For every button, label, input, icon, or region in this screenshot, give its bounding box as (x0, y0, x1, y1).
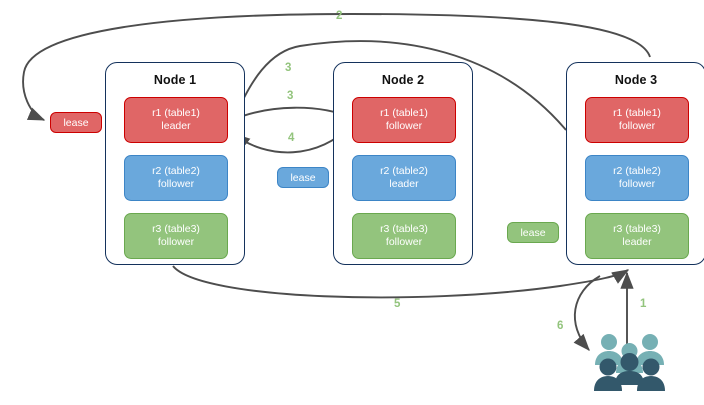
replica-role: follower (618, 120, 656, 132)
replica-r1[interactable]: r1 (table1) leader (124, 97, 228, 143)
replica-r1[interactable]: r1 (table1) follower (352, 97, 456, 143)
edge-label-6: 6 (557, 320, 564, 332)
replica-name: r1 (table1) (152, 107, 200, 119)
replica-role: follower (618, 178, 656, 190)
node-container-node3[interactable]: Node 3 r1 (table1) follower r2 (table2) … (566, 62, 704, 265)
replica-role: follower (157, 236, 195, 248)
replica-role: leader (622, 236, 652, 248)
replica-name: r1 (table1) (613, 107, 661, 119)
lease-badge-r3[interactable]: lease (507, 222, 559, 243)
replica-role: leader (161, 120, 191, 132)
node-title: Node 1 (153, 73, 197, 87)
edge-label-3b: 3 (287, 90, 294, 102)
edge-label-4: 4 (288, 132, 295, 144)
lease-label: lease (290, 171, 316, 184)
replica-name: r3 (table3) (152, 223, 200, 235)
lease-label: lease (63, 116, 89, 129)
lease-badge-r2[interactable]: lease (277, 167, 329, 188)
replica-r3[interactable]: r3 (table3) leader (585, 213, 689, 259)
replica-r1[interactable]: r1 (table1) follower (585, 97, 689, 143)
edge-label-3a: 3 (285, 62, 292, 74)
replica-name: r3 (table3) (380, 223, 428, 235)
node-title: Node 3 (614, 73, 658, 87)
replica-name: r2 (table2) (613, 165, 661, 177)
edge-label-5: 5 (394, 298, 401, 310)
node-container-node1[interactable]: Node 1 r1 (table1) leader r2 (table2) fo… (105, 62, 245, 265)
replica-r3[interactable]: r3 (table3) follower (124, 213, 228, 259)
replica-name: r3 (table3) (613, 223, 661, 235)
replica-name: r2 (table2) (152, 165, 200, 177)
lease-badge-r1[interactable]: lease (50, 112, 102, 133)
lease-label: lease (520, 226, 546, 239)
edge-step-5 (172, 265, 630, 299)
clients-actor[interactable] (592, 333, 668, 395)
edge-label-1: 1 (640, 298, 647, 310)
replica-r2[interactable]: r2 (table2) leader (352, 155, 456, 201)
replica-r2[interactable]: r2 (table2) follower (124, 155, 228, 201)
replica-role: follower (157, 178, 195, 190)
node-container-node2[interactable]: Node 2 r1 (table1) follower r2 (table2) … (333, 62, 473, 265)
replica-role: follower (385, 120, 423, 132)
replica-r2[interactable]: r2 (table2) follower (585, 155, 689, 201)
replica-r3[interactable]: r3 (table3) follower (352, 213, 456, 259)
replica-name: r1 (table1) (380, 107, 428, 119)
replica-role: leader (389, 178, 419, 190)
replica-role: follower (385, 236, 423, 248)
people-group-icon (594, 334, 665, 391)
edge-label-2: 2 (336, 10, 343, 22)
replica-name: r2 (table2) (380, 165, 428, 177)
node-title: Node 2 (381, 73, 425, 87)
